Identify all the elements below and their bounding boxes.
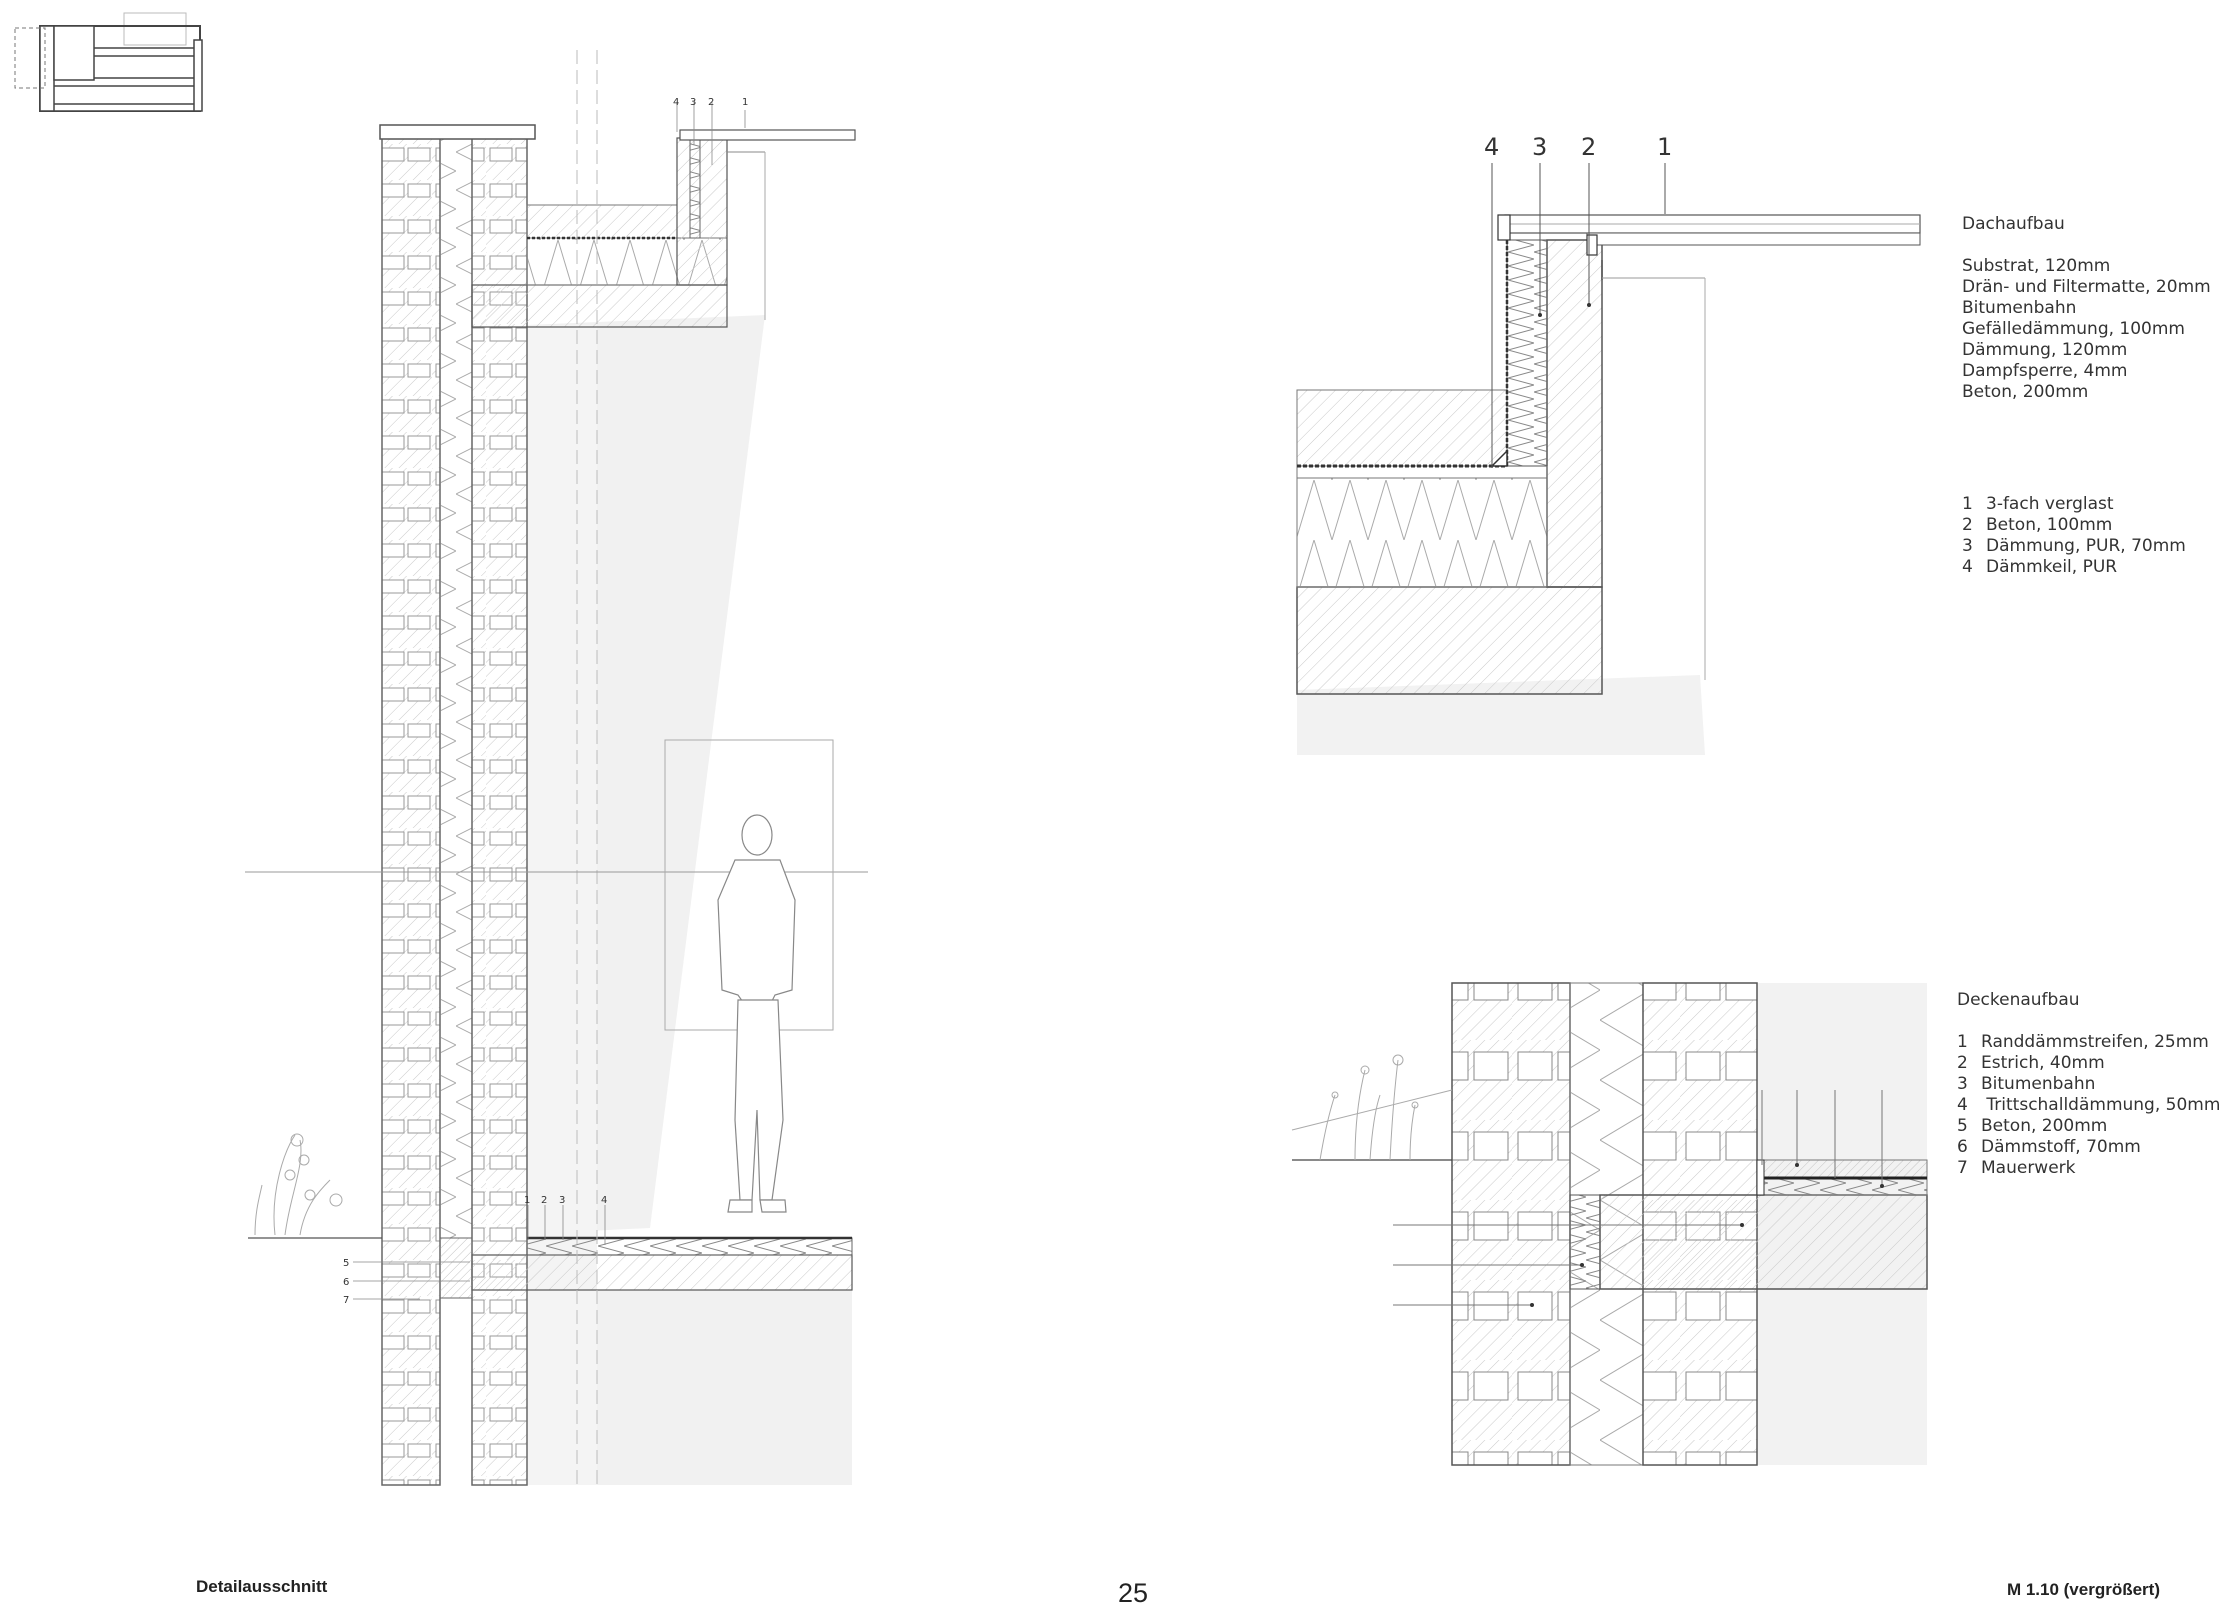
roof-buildup-legend: Dachaufbau Substrat, 120mm Drän- und Fil…	[1962, 214, 2211, 403]
callout-floor-3: 3	[559, 1195, 565, 1206]
roof-layer: Gefälledämmung, 100mm	[1962, 319, 2185, 339]
page-number: 25	[1118, 1578, 1149, 1608]
callout-detail-2: 2	[1581, 133, 1596, 161]
callout-floor-4: 4	[601, 1195, 607, 1206]
key-plan-thumbnail	[14, 12, 203, 112]
callout-side-7: 7	[343, 1295, 349, 1306]
callout-floor-2: 2	[541, 1195, 547, 1206]
vegetation-sketch	[254, 1133, 343, 1236]
roof-detail-callouts: 4 3 2 1	[1484, 133, 1672, 161]
roof-legend-title: Dachaufbau	[1962, 214, 2065, 234]
callout-side-5: 5	[343, 1258, 349, 1269]
callout-roof-1: 1	[742, 97, 748, 108]
ceiling-legend-title: Deckenaufbau	[1957, 990, 2080, 1010]
roof-layer: Dampfsperre, 4mm	[1962, 361, 2128, 381]
callout-roof-3: 3	[690, 97, 696, 108]
person-figure	[717, 814, 796, 1213]
callout-side-6: 6	[343, 1277, 349, 1288]
callout-detail-3: 3	[1532, 133, 1547, 161]
ceiling-legend-item: 4 Trittschalldämmung, 50mm	[1957, 1095, 2220, 1115]
callout-detail-1: 1	[1657, 133, 1672, 161]
footer-scale: M 1.10 (vergrößert)	[2006, 1580, 2160, 1599]
roof-detail-drawing	[1296, 163, 1921, 755]
roof-layer: Dämmung, 120mm	[1962, 340, 2128, 360]
roof-layer: Bitumenbahn	[1962, 298, 2077, 318]
roof-layer: Drän- und Filtermatte, 20mm	[1962, 277, 2211, 297]
roof-layer: Substrat, 120mm	[1962, 256, 2111, 276]
floor-detail-drawing	[1291, 982, 1928, 1466]
callout-detail-4: 4	[1484, 133, 1499, 161]
callout-roof-2: 2	[708, 97, 714, 108]
callout-roof-4: 4	[673, 97, 679, 108]
wall-section-drawing	[245, 50, 868, 1490]
footer-section-title: Detailausschnitt	[196, 1577, 328, 1596]
callout-floor-1: 1	[524, 1195, 530, 1206]
roof-layer: Beton, 200mm	[1962, 382, 2089, 402]
left-callout-numbers: 4 3 2 1 1 2 3 4 5 6 7	[343, 97, 748, 1306]
